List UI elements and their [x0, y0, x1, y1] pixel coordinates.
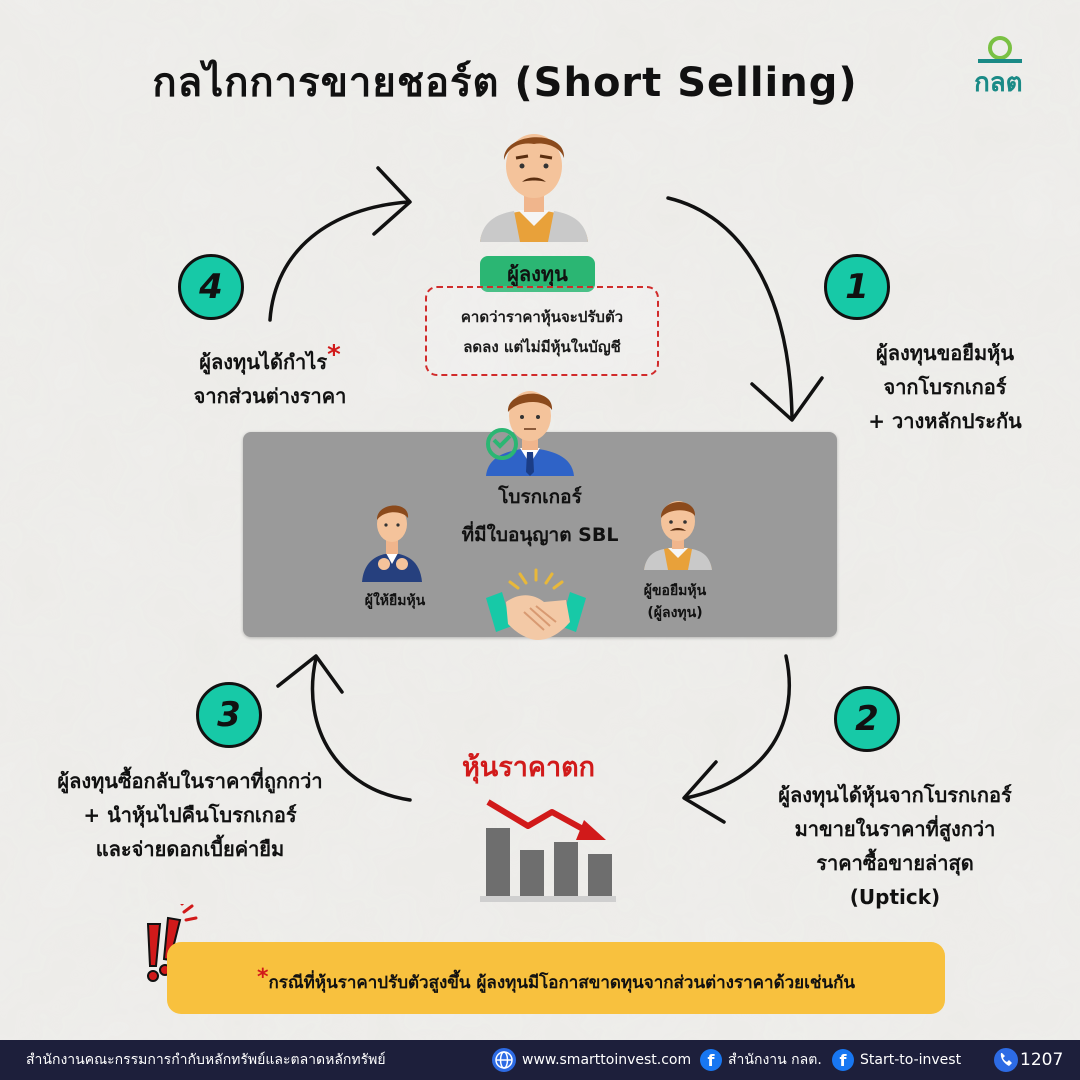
step-3-line2: + นำหุ้นไปคืนโบรกเกอร์: [83, 803, 297, 827]
step-1-badge: 1: [824, 254, 890, 320]
step-4-line2: จากส่วนต่างราคา: [193, 384, 347, 408]
page-title: กลไกการขายชอร์ต (Short Selling): [152, 60, 858, 106]
footer-phone[interactable]: 1207: [1020, 1050, 1064, 1070]
broker-label-line2: ที่มีใบอนุญาต SBL: [461, 524, 619, 546]
step-1-line1: ผู้ลงทุนขอยืมหุ้น: [875, 341, 1015, 365]
step-1-line2: จากโบรกเกอร์: [883, 375, 1007, 399]
footer-org: สำนักงานคณะกรรมการกำกับหลักทรัพย์และตลาด…: [26, 1052, 386, 1068]
step-1-line3: + วางหลักประกัน: [868, 409, 1022, 433]
handshake-icon: [486, 568, 586, 641]
facebook-icon: f: [700, 1049, 722, 1071]
step-1-text: ผู้ลงทุนขอยืมหุ้น จากโบรกเกอร์ + วางหลัก…: [840, 336, 1050, 438]
globe-icon: [492, 1048, 516, 1072]
step-3-text: ผู้ลงทุนซื้อกลับในราคาที่ถูกกว่า + นำหุ้…: [20, 764, 360, 866]
step-2-line4: (Uptick): [849, 885, 941, 909]
borrower-label: ผู้ขอยืมหุ้น (ผู้ลงทุน): [610, 580, 740, 624]
investor-note-line2: ลดลง แต่ไม่มีหุ้นในบัญชี: [463, 338, 621, 356]
investor-note-box: คาดว่าราคาหุ้นจะปรับตัว ลดลง แต่ไม่มีหุ้…: [425, 286, 659, 376]
step-2-text: ผู้ลงทุนได้หุ้นจากโบรกเกอร์ มาขายในราคาท…: [735, 778, 1055, 914]
broker-label-line1: โบรกเกอร์: [498, 486, 582, 508]
warning-asterisk: *: [256, 965, 269, 990]
lender-avatar: [362, 505, 422, 582]
footer-website-link[interactable]: www.smarttoinvest.com: [522, 1052, 692, 1068]
footer: สำนักงานคณะกรรมการกำกับหลักทรัพย์และตลาด…: [0, 1040, 1080, 1080]
profit-asterisk: *: [327, 340, 341, 370]
price-drop-title: หุ้นราคาตก: [462, 752, 596, 783]
step-2-badge: 2: [834, 686, 900, 752]
step-4-text: ผู้ลงทุนได้กำไร* จากส่วนต่างราคา: [150, 338, 390, 413]
step-2-line3: ราคาซื้อขายล่าสุด: [816, 851, 974, 875]
warning-text: กรณีที่หุ้นราคาปรับตัวสูงขึ้น ผู้ลงทุนมี…: [268, 973, 856, 993]
step-3-badge: 3: [196, 682, 262, 748]
facebook-icon-2: f: [832, 1049, 854, 1071]
step-4-line1: ผู้ลงทุนได้กำไร: [199, 350, 328, 374]
step-2-line2: มาขายในราคาที่สูงกว่า: [794, 817, 996, 841]
borrower-avatar: [644, 501, 712, 570]
warning-bar: *กรณีที่หุ้นราคาปรับตัวสูงขึ้น ผู้ลงทุนม…: [167, 942, 945, 1014]
investor-note-line1: คาดว่าราคาหุ้นจะปรับตัว: [460, 308, 624, 326]
borrower-label-line1: ผู้ขอยืมหุ้น: [643, 583, 707, 599]
step-3-line3: และจ่ายดอกเบี้ยค่ายืม: [95, 837, 285, 861]
footer-facebook-start-to-invest-link[interactable]: Start-to-invest: [860, 1052, 962, 1068]
phone-icon: [994, 1048, 1018, 1072]
step-4-badge: 4: [178, 254, 244, 320]
broker-avatar: [486, 391, 574, 476]
step-2-line1: ผู้ลงทุนได้หุ้นจากโบรกเกอร์: [778, 783, 1012, 807]
lender-label: ผู้ให้ยืมหุ้น: [364, 593, 426, 609]
borrower-label-line2: (ผู้ลงทุน): [647, 605, 703, 621]
step-3-line1: ผู้ลงทุนซื้อกลับในราคาที่ถูกกว่า: [57, 769, 323, 793]
investor-avatar: [480, 134, 588, 242]
logo-text: กลต: [974, 68, 1023, 98]
sec-logo: กลต: [972, 36, 1044, 98]
falling-chart-icon: [480, 799, 616, 902]
footer-facebook-sec-link[interactable]: สำนักงาน กลต.: [728, 1052, 822, 1068]
